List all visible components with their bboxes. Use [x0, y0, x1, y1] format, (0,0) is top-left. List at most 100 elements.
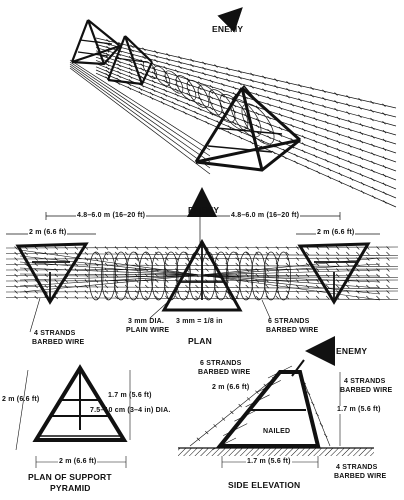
wire-barb	[105, 52, 110, 57]
wire-barb	[338, 172, 343, 177]
wire-barb	[94, 246, 99, 250]
wire-barb	[360, 190, 365, 194]
wire-barb	[278, 106, 283, 110]
wire-barb	[74, 295, 79, 300]
wire-barb	[336, 140, 341, 144]
wire-barb	[149, 91, 154, 96]
dim-base-left-label: 2 m (6.6 ft)	[28, 229, 68, 237]
wire-barb	[382, 138, 387, 143]
wire-barb	[336, 116, 341, 120]
pyramid-base-dim-label: 2 m (6.6 ft)	[58, 458, 98, 466]
wire-barb	[44, 273, 48, 278]
wire-barb	[94, 257, 99, 261]
enemy-label-side: ENEMY	[336, 346, 368, 356]
wire-barb	[34, 295, 38, 300]
wire-barb	[227, 130, 232, 135]
plain-wire-conversion: 3 mm = 1/8 in	[176, 318, 223, 325]
wire-barb	[290, 123, 294, 128]
wire-barb	[278, 126, 283, 131]
concertina-loop	[138, 251, 154, 301]
wire-barb	[198, 91, 202, 96]
wire-barb	[267, 122, 271, 126]
wire-barb	[105, 72, 109, 77]
wire-barb	[215, 262, 219, 267]
wire-barb	[165, 262, 169, 267]
perspective-view	[69, 7, 397, 208]
wire-barb	[235, 251, 239, 256]
wire-barb	[255, 295, 259, 300]
wire-barb	[255, 105, 260, 110]
wire-barb	[271, 377, 276, 381]
wire-barb	[215, 284, 219, 289]
wire-barb	[359, 156, 364, 160]
concertina-loop	[186, 79, 210, 109]
side-elevation	[178, 336, 374, 468]
wire-barb	[262, 88, 266, 92]
wire-barb	[275, 246, 280, 250]
wire-barb	[117, 70, 121, 75]
wire-barb	[346, 290, 350, 294]
concertina-loop	[263, 251, 279, 301]
wire-barb	[325, 128, 329, 132]
wire-barb	[305, 290, 310, 294]
wire-barb	[255, 262, 259, 267]
wire-barb	[104, 257, 109, 261]
wire-barb	[198, 76, 202, 80]
wire-barb	[245, 257, 249, 261]
barbed-wire-strand	[69, 61, 211, 157]
wire-barb	[232, 86, 237, 90]
wire-barb	[250, 85, 254, 89]
wire-barb	[327, 175, 332, 180]
wire-barb	[249, 140, 254, 145]
wire-barb	[24, 251, 28, 256]
wire-barb	[386, 262, 390, 267]
wire-barb	[145, 251, 149, 256]
wire-barb	[124, 290, 129, 294]
barbed-wire-strand	[299, 371, 331, 447]
wire-barb	[325, 251, 330, 256]
wire-barb	[205, 430, 209, 435]
pyramid-title-2: PYRAMID	[50, 483, 91, 493]
wire-barb	[325, 295, 330, 300]
wire-barb	[290, 116, 294, 121]
wire-barb	[265, 262, 270, 267]
plain-wire-label-2: PLAIN WIRE	[126, 327, 170, 334]
wire-barb	[238, 75, 242, 80]
wire-barb	[265, 251, 270, 256]
wire-barb	[335, 246, 340, 250]
wire-barb	[165, 246, 169, 250]
wire-barb	[128, 71, 133, 75]
wire-barb	[175, 97, 179, 102]
wire-barb	[134, 262, 139, 267]
wire-barb	[246, 397, 251, 401]
wire-barb	[278, 99, 283, 104]
wire-barb	[94, 295, 99, 300]
wire-barb	[386, 257, 390, 261]
wire-barb	[185, 257, 189, 261]
plan-pyramid-left	[15, 242, 89, 305]
wire-barb	[366, 284, 370, 289]
wire-barb	[235, 246, 239, 250]
wire-barb	[84, 290, 89, 294]
wire-barb	[359, 164, 364, 169]
wire-barb	[34, 290, 38, 294]
wire-barb	[295, 257, 300, 261]
wire-barb	[165, 279, 169, 283]
wire-barb	[195, 262, 199, 267]
wire-barb	[14, 295, 18, 300]
wire-barb	[34, 262, 38, 267]
wire-barb	[272, 150, 276, 155]
wire-barb	[359, 131, 364, 135]
wire-barb	[145, 295, 149, 300]
barbed-wire-strand	[95, 44, 397, 127]
wire-barb	[226, 78, 230, 83]
wire-barb	[359, 139, 364, 144]
wire-barb	[376, 273, 380, 278]
wire-barb	[301, 149, 306, 154]
wire-barb	[295, 246, 300, 250]
wire-barb	[186, 102, 191, 107]
wire-barb	[382, 103, 386, 107]
wire-barb	[154, 50, 158, 54]
wire-barb	[262, 75, 266, 79]
wire-barb	[335, 262, 340, 267]
